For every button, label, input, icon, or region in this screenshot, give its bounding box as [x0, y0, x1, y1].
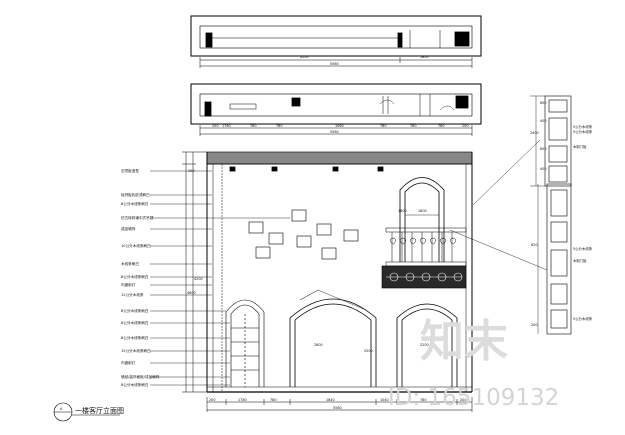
side-height-5: 620 [531, 243, 537, 247]
top-plan [190, 15, 482, 68]
callout-1: 硅钙板乳胶漆刷白 [121, 192, 150, 197]
mid-dim-8: 200 [462, 124, 468, 128]
elev-height-2: 4200 [194, 277, 203, 281]
callout-5: 10公分木线条刷白 [121, 243, 151, 248]
side-label-1: 5公分木线条 [573, 129, 593, 134]
callout-13: 15公分木线条刷白 [121, 348, 151, 353]
side-label-3: 5公分木线条 [573, 246, 593, 251]
callout-7: 8公分木线条刷白 [121, 274, 149, 279]
elevation-left-dims [182, 151, 207, 393]
drawing-title: 一楼客厅立面图 [75, 406, 124, 415]
top-plan-dim-2: 1800 [420, 55, 429, 59]
callout-15: 墙纸/装饰面板/成品墙饰 [121, 374, 160, 379]
callout-labels: 石膏板造型 硅钙板乳胶漆刷白 8公分木线条刷白 仿古砖斜铺中式吊顶 成品墙饰 1… [121, 168, 160, 387]
mid-dim-4: 1060 [335, 124, 344, 128]
side-height-2: 400 [540, 119, 546, 123]
side-label-2: 木制门板 [573, 144, 587, 149]
bottom-dim-3: 1840 [326, 398, 335, 402]
side-height-3: 600 [540, 147, 546, 151]
callout-11: 6公分木线条刷白 [121, 320, 149, 325]
callout-8: 内嵌射灯 [121, 282, 136, 287]
right-lower-arch [396, 303, 458, 387]
bottom-dim-5: 780 [420, 398, 426, 402]
callout-9: 12公分木线条 [121, 292, 144, 297]
inner-dim-4: 2500 [364, 349, 373, 353]
bottom-dim-6: 200 [460, 398, 466, 402]
mid-dim-5: 780 [380, 124, 386, 128]
callout-10: 8公分木线条刷白 [121, 308, 149, 313]
mid-dim-2: 780 [250, 124, 256, 128]
callout-16: 8公分木线条刷白 [121, 382, 149, 387]
wall-picture-frames [248, 209, 359, 260]
inner-dim-3: 2800 [314, 343, 323, 347]
inner-dim-1: 1800 [398, 209, 407, 213]
callout-2: 8公分木线条刷白 [121, 201, 149, 206]
side-height-1: 600 [540, 101, 546, 105]
bottom-dim-1: 1780 [238, 398, 247, 402]
elevation-frame [206, 151, 473, 393]
callout-6: 木线条刷白 [121, 261, 139, 266]
mid-dim-7: 780 [438, 124, 444, 128]
callout-3: 仿古砖斜铺中式吊顶 [121, 215, 154, 220]
side-detail-labels: 5公分木线条 5公分木线条 木制门板 5公分木线条 木制门板 5公分木线条 24… [530, 101, 593, 327]
callout-4: 成品墙饰 [121, 226, 136, 231]
upper-arched-window [399, 177, 445, 262]
callout-12: 8公分木线条刷白 [121, 335, 149, 340]
inner-dim-5: 2200 [420, 343, 429, 347]
side-label-5: 5公分木线条 [573, 316, 593, 321]
mid-dim-0: 200 [212, 124, 218, 128]
bottom-dim-total: 5560 [333, 406, 342, 410]
elevation-bottom-dims [206, 397, 473, 412]
watermark-id: ID: 165109132 [388, 385, 559, 411]
central-arch-opening [289, 289, 377, 387]
mid-plan-dims: 200 1780 780 780 1060 780 780 780 200 55… [212, 124, 468, 134]
top-plan-dim-total: 5560 [330, 62, 339, 66]
side-label-4: 木制门板 [573, 258, 587, 263]
title-badge: A [60, 407, 63, 411]
side-height-4: 400 [540, 167, 546, 171]
top-plan-dim-1: 4200 [300, 55, 309, 59]
mid-dim-1: 1780 [222, 124, 231, 128]
left-arched-cabinet [225, 299, 265, 387]
mid-plan [190, 83, 482, 136]
callout-leaders [150, 170, 290, 386]
inner-dim-2: 1800 [418, 209, 427, 213]
mid-dim-total: 5560 [330, 130, 339, 134]
elev-height-3: 4600 [187, 291, 196, 295]
ornamental-band [381, 265, 467, 289]
mid-dim-3: 780 [276, 124, 282, 128]
callout-14: 内嵌射灯 [121, 360, 136, 365]
side-label-0: 5公分木线条 [573, 124, 593, 129]
mid-dim-6: 780 [410, 124, 416, 128]
bottom-dim-4: 1040 [380, 398, 389, 402]
side-height-6: 200 [531, 323, 537, 327]
bottom-dim-0: 200 [209, 398, 215, 402]
side-detail-bottom [449, 183, 572, 335]
side-height-0: 2400 [530, 131, 539, 135]
bottom-dim-2: 780 [270, 398, 276, 402]
watermark-logo: 知末 [420, 316, 508, 367]
balustrade [385, 227, 467, 267]
side-detail-top [472, 95, 572, 206]
drawing-title-block [53, 402, 120, 422]
callout-0: 石膏板造型 [121, 168, 139, 173]
